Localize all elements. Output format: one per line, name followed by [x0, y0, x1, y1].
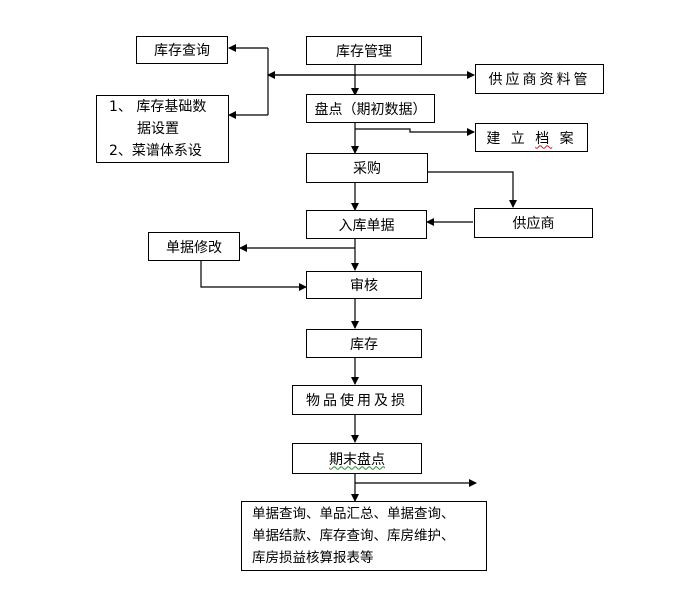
- node-supplier-info-management: 供应商资料管: [475, 64, 604, 94]
- node-item-usage-loss: 物品使用及损: [292, 385, 422, 415]
- node-label-line: 单据查询、单品汇总、单据查询、: [252, 506, 455, 522]
- node-label-line: 2、菜谱体系设: [109, 143, 202, 159]
- node-label: 供应商: [512, 216, 555, 232]
- node-label: 审核: [350, 278, 378, 294]
- node-label: 库存查询: [154, 43, 210, 59]
- node-label: 供应商资料管: [488, 72, 591, 88]
- node-label: 建 立 档 案: [486, 130, 577, 147]
- node-warehouse-receipt: 入库单据: [306, 210, 427, 239]
- node-label: 盘点（期初数据）: [314, 101, 427, 118]
- node-label: 库存: [350, 336, 378, 353]
- node-label: 物品使用及损: [306, 393, 408, 409]
- arrow-modify-to-audit: [200, 260, 307, 291]
- node-label-line: 据设置: [137, 121, 179, 137]
- node-purchase: 采购: [306, 153, 428, 183]
- node-label-line: 1、 库存基础数: [109, 99, 207, 115]
- node-label: 期末盘点: [329, 451, 385, 468]
- node-inventory-management: 库存管理: [306, 36, 422, 65]
- node-inventory-query: 库存查询: [136, 36, 228, 64]
- node-label-line: 单据结款、库存查询、库房维护、: [252, 528, 455, 544]
- node-supplier: 供应商: [474, 208, 593, 238]
- node-inventory: 库存: [306, 329, 422, 358]
- arrow-purchase-to-supplier: [428, 171, 517, 208]
- arrow-to-create-archive: [355, 128, 475, 136]
- node-label: 采购: [353, 161, 381, 177]
- node-label: 库存管理: [336, 43, 392, 60]
- node-stocktake-initial: 盘点（期初数据）: [306, 94, 435, 123]
- node-label: 入库单据: [338, 217, 395, 234]
- node-reports: 单据查询、单品汇总、单据查询、 单据结款、库存查询、库房维护、 库房损益核算报表…: [241, 501, 487, 571]
- node-document-modify: 单据修改: [148, 232, 240, 261]
- node-create-archive: 建 立 档 案: [475, 123, 588, 152]
- node-period-end-stocktake: 期末盘点: [292, 443, 422, 474]
- node-basic-settings: 1、 库存基础数 据设置 2、菜谱体系设: [96, 95, 229, 163]
- node-label: 单据修改: [166, 239, 222, 256]
- node-audit: 审核: [306, 271, 422, 299]
- node-label-line: 库房损益核算报表等: [252, 550, 374, 566]
